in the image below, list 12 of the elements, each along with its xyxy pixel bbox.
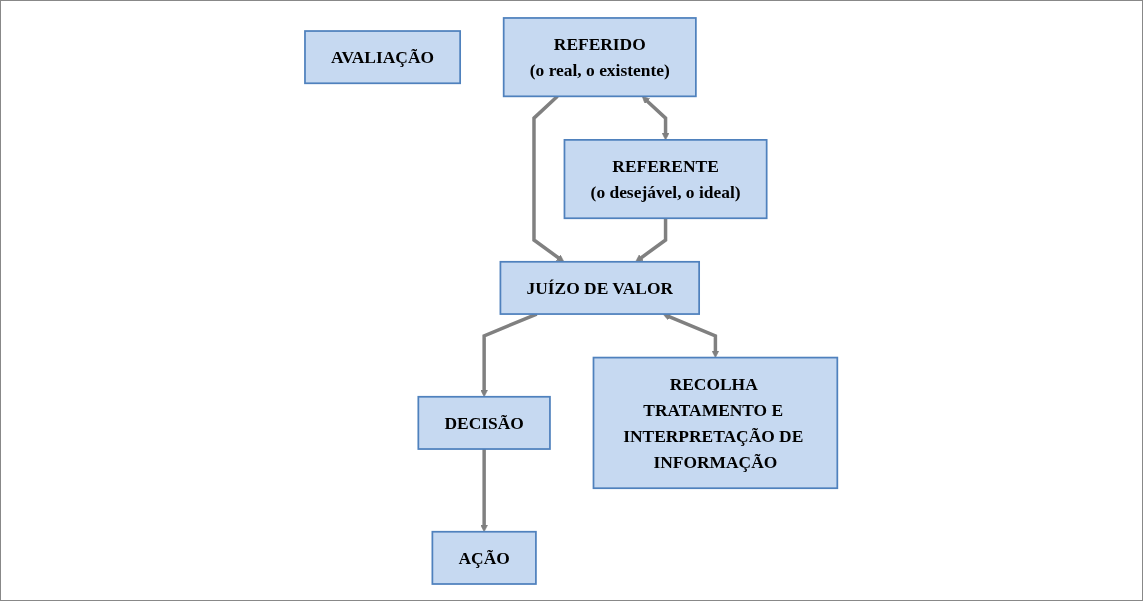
node-box: DECISÃO bbox=[417, 395, 552, 450]
node-box: RECOLHA TRATAMENTO E INTERPRETAÇÃO DE INFORMAÇÃO bbox=[592, 356, 839, 489]
node-box: JUÍZO DE VALOR bbox=[499, 260, 701, 315]
node-box: AÇÃO bbox=[431, 530, 538, 585]
arrow bbox=[642, 95, 670, 140]
node-box: REFERENTE (o desejável, o ideal) bbox=[563, 138, 768, 219]
arrow bbox=[635, 217, 668, 262]
arrow bbox=[663, 312, 720, 358]
node-box: REFERIDO (o real, o existente) bbox=[503, 16, 698, 97]
node-box: AVALIAÇÃO bbox=[304, 29, 462, 84]
arrow bbox=[532, 94, 565, 262]
arrow bbox=[480, 448, 489, 532]
